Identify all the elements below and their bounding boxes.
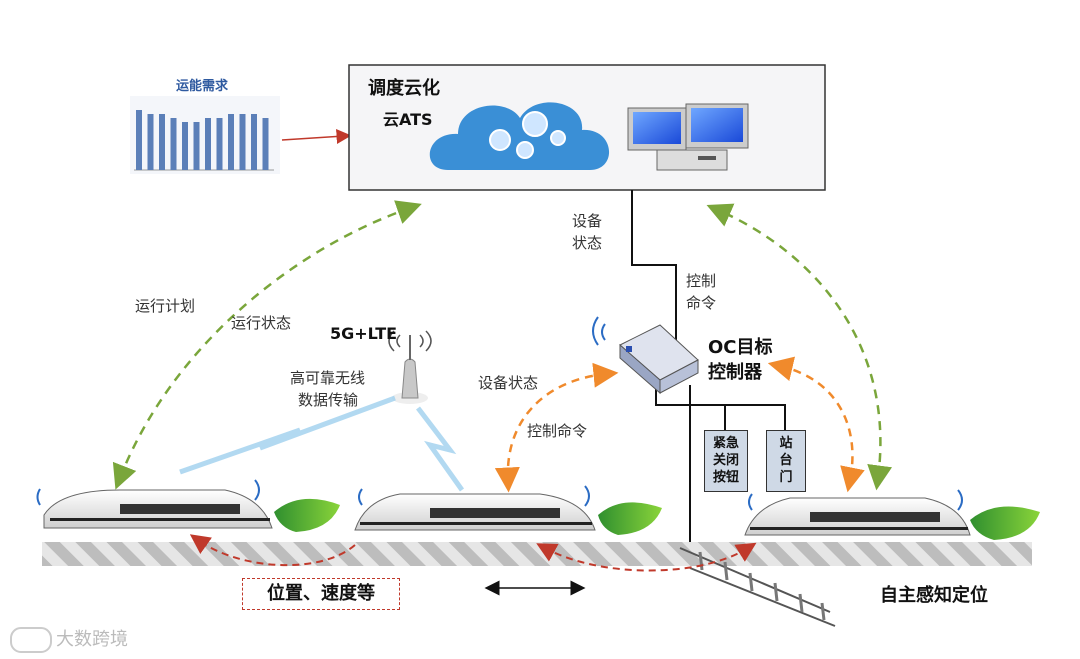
run-plan-label: 运行计划 xyxy=(135,297,196,315)
watermark: 大数跨境 xyxy=(10,625,128,653)
demand-bar xyxy=(228,114,234,170)
demand-bar xyxy=(136,110,142,170)
green-arrow-right xyxy=(706,203,893,491)
cloud-box-subtitle: 云ATS xyxy=(383,110,433,129)
run-status-label: 运行状态 xyxy=(231,314,292,332)
demand-chart-thumbnail xyxy=(130,96,352,174)
device-status-top-line2: 状态 xyxy=(572,234,603,252)
red-arrow-left xyxy=(189,534,356,567)
cloud-icon xyxy=(429,102,610,170)
train-left xyxy=(36,479,340,532)
watermark-text: 大数跨境 xyxy=(56,629,128,650)
workstation-icon xyxy=(627,103,749,171)
platform-door-line1: 站 xyxy=(779,436,793,451)
platform-door-line3: 门 xyxy=(779,470,793,485)
cloud-box-title: 调度云化 xyxy=(368,78,440,99)
oc-label-line1: OC目标 xyxy=(708,337,773,358)
demand-bar xyxy=(193,122,200,170)
train-middle xyxy=(354,485,662,535)
control-cmd-top-line1: 控制 xyxy=(686,272,717,290)
oc-label-line2: 控制器 xyxy=(708,362,762,383)
demand-bar xyxy=(239,114,246,170)
oc-controller-icon xyxy=(592,316,699,395)
self-localization-label: 自主感知定位 xyxy=(880,585,988,606)
red-arrow-right xyxy=(536,542,757,572)
demand-bar xyxy=(205,118,211,170)
demand-chart-title: 运能需求 xyxy=(176,79,229,94)
emergency-line2: 关闭 xyxy=(712,453,739,468)
wireless-label-line1: 高可靠无线 xyxy=(290,369,366,387)
track-bed xyxy=(42,542,1032,566)
emergency-line3: 按钮 xyxy=(712,470,739,485)
demand-bar xyxy=(159,114,165,170)
control-cmd-top-line2: 命令 xyxy=(686,294,717,312)
emergency-button-box: 紧急 关闭 按钮 xyxy=(704,430,748,492)
orange-arrow-right xyxy=(767,356,865,493)
platform-door-box: 站 台 门 xyxy=(766,430,806,492)
wireless-bolt-left xyxy=(179,395,396,475)
green-arrow-left xyxy=(112,200,422,490)
demand-bar xyxy=(147,114,154,170)
orange-arrow-mid xyxy=(494,362,619,493)
wireless-bolt-right xyxy=(416,406,465,492)
device-status-mid-label: 设备状态 xyxy=(478,374,539,392)
emergency-line1: 紧急 xyxy=(712,436,739,451)
demand-bar xyxy=(262,118,269,170)
position-speed-box: 位置、速度等 xyxy=(242,578,400,610)
oc-door-link xyxy=(655,385,786,430)
watermark-logo-icon xyxy=(10,627,52,653)
demand-arrow xyxy=(281,128,352,144)
network-label: 5G+LTE xyxy=(330,324,398,343)
platform-door-line2: 台 xyxy=(779,453,793,468)
wireless-label-line2: 数据传输 xyxy=(298,391,359,409)
device-status-top-line1: 设备 xyxy=(572,212,603,230)
control-cmd-mid-label: 控制命令 xyxy=(527,422,588,440)
ats-oc-link xyxy=(631,190,677,340)
train-right xyxy=(744,489,1040,540)
demand-bar xyxy=(251,114,257,170)
demand-bar xyxy=(182,122,188,170)
demand-bars xyxy=(134,110,274,171)
demand-bar xyxy=(170,118,177,170)
demand-bar xyxy=(216,118,223,170)
